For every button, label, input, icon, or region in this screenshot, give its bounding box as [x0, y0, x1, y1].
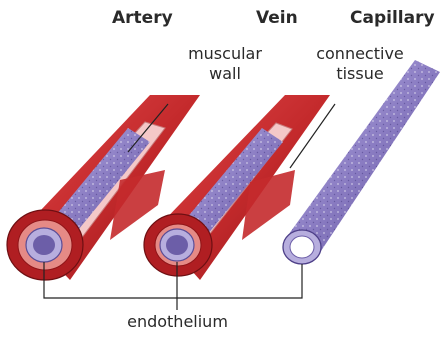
vein-title: Vein	[256, 8, 298, 28]
connective-tissue-line-2: tissue	[300, 64, 420, 84]
artery-lumen	[33, 235, 55, 255]
muscular-wall-line-1: muscular	[170, 44, 280, 64]
capillary-lumen	[290, 236, 314, 258]
connective-tissue-label: connective tissue	[300, 44, 420, 84]
muscular-wall-label: muscular wall	[170, 44, 280, 84]
artery-title: Artery	[112, 8, 173, 28]
capillary-texture	[286, 60, 440, 260]
capillary-title: Capillary	[350, 8, 435, 28]
muscular-wall-line-2: wall	[170, 64, 280, 84]
vein-lumen	[166, 235, 188, 255]
endothelium-label: endothelium	[115, 312, 240, 332]
connective-tissue-line-1: connective	[300, 44, 420, 64]
capillary-vessel	[283, 60, 440, 264]
